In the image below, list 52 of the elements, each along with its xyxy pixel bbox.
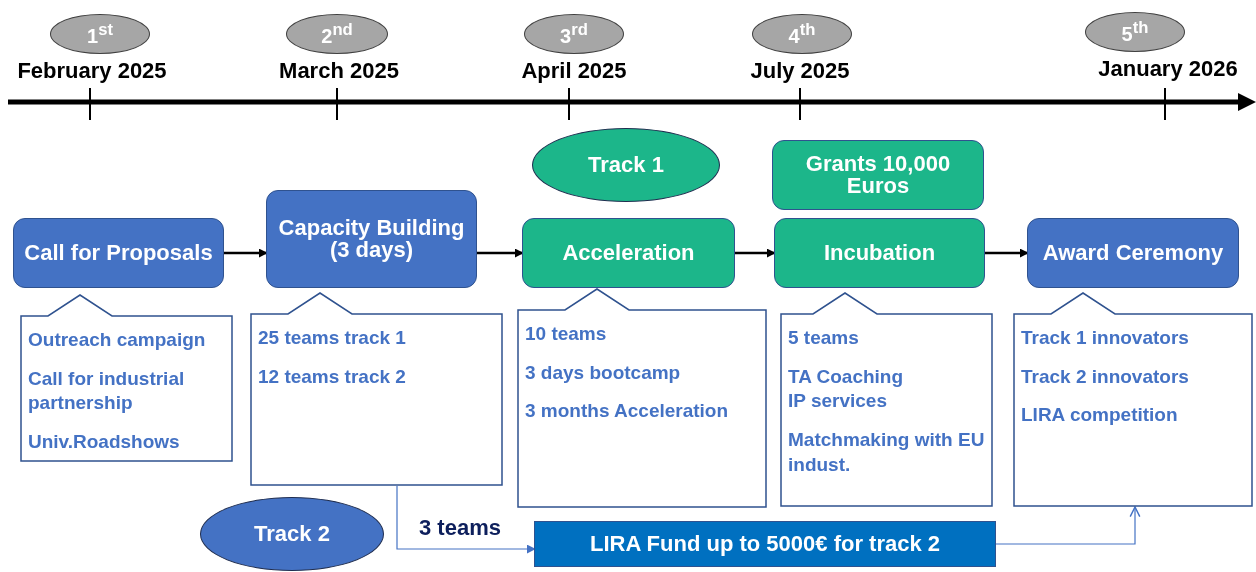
stage-label: Capacity Building (3 days) (277, 217, 466, 261)
note-text: 10 teams (525, 322, 607, 346)
stage-label: Acceleration (562, 242, 695, 264)
note-text: 3 days bootcamp (525, 360, 681, 385)
note-text: 12 teams track 2 (258, 364, 406, 389)
note-text: Univ.Roadshows (28, 430, 180, 455)
stage-label: Call for Proposals (24, 242, 213, 264)
stage-box (13, 218, 224, 288)
callout-box (20, 294, 233, 462)
note-text: Call for industrial partnership (28, 366, 186, 416)
date-label: April 2025 (520, 58, 628, 84)
stage-box (266, 190, 477, 288)
date-label: March 2025 (278, 58, 400, 84)
arrow (985, 248, 1029, 258)
arrow (735, 248, 776, 258)
stage-label: Incubation (823, 242, 936, 264)
note-text: Track 1 innovators (1021, 326, 1189, 350)
stage-box (774, 218, 985, 288)
stage-label: Award Ceremony (1042, 242, 1224, 264)
order-label: 3$^{rd}$ (560, 22, 588, 46)
arrow (995, 506, 1141, 545)
stage-label: Track 2 (254, 523, 330, 545)
order-label: 4$^{th}$ (788, 22, 816, 46)
note-text: Outreach campaign (28, 328, 206, 352)
date-label: July 2025 (749, 58, 851, 84)
callout-box (1013, 292, 1253, 507)
callout-box (780, 292, 993, 507)
note-text: TA Coaching (788, 364, 904, 389)
arrow (396, 485, 536, 554)
callout-box (250, 292, 503, 486)
order-label: 2$^{nd}$ (321, 22, 353, 46)
date-label: January 2026 (1097, 56, 1239, 82)
note-text: 5 teams (788, 326, 859, 350)
stage-label: LIRA Fund up to 5000€ for track 2 (590, 533, 940, 555)
note-text: 25 teams track 1 (258, 326, 406, 350)
order-label: 1$^{st}$ (87, 22, 113, 46)
stage-box (522, 218, 735, 288)
callout-box (517, 288, 767, 508)
stage-label: Grants 10,000 Euros (804, 153, 952, 197)
note-text: Track 2 innovators (1021, 364, 1189, 389)
date-label: February 2025 (16, 58, 168, 84)
note-text: IP services (788, 389, 887, 414)
note-text: LIRA competition (1021, 403, 1178, 428)
note-text: Matchmaking with EU indust. (788, 428, 985, 477)
note-text: 3 months Acceleration (525, 399, 729, 424)
fund-box (534, 521, 996, 567)
arrow (224, 248, 268, 258)
stage-box (1027, 218, 1239, 288)
order-label: 5$^{th}$ (1121, 20, 1149, 44)
stage-label: Track 1 (588, 154, 664, 176)
stage-box (772, 140, 984, 210)
arrow (477, 248, 524, 258)
